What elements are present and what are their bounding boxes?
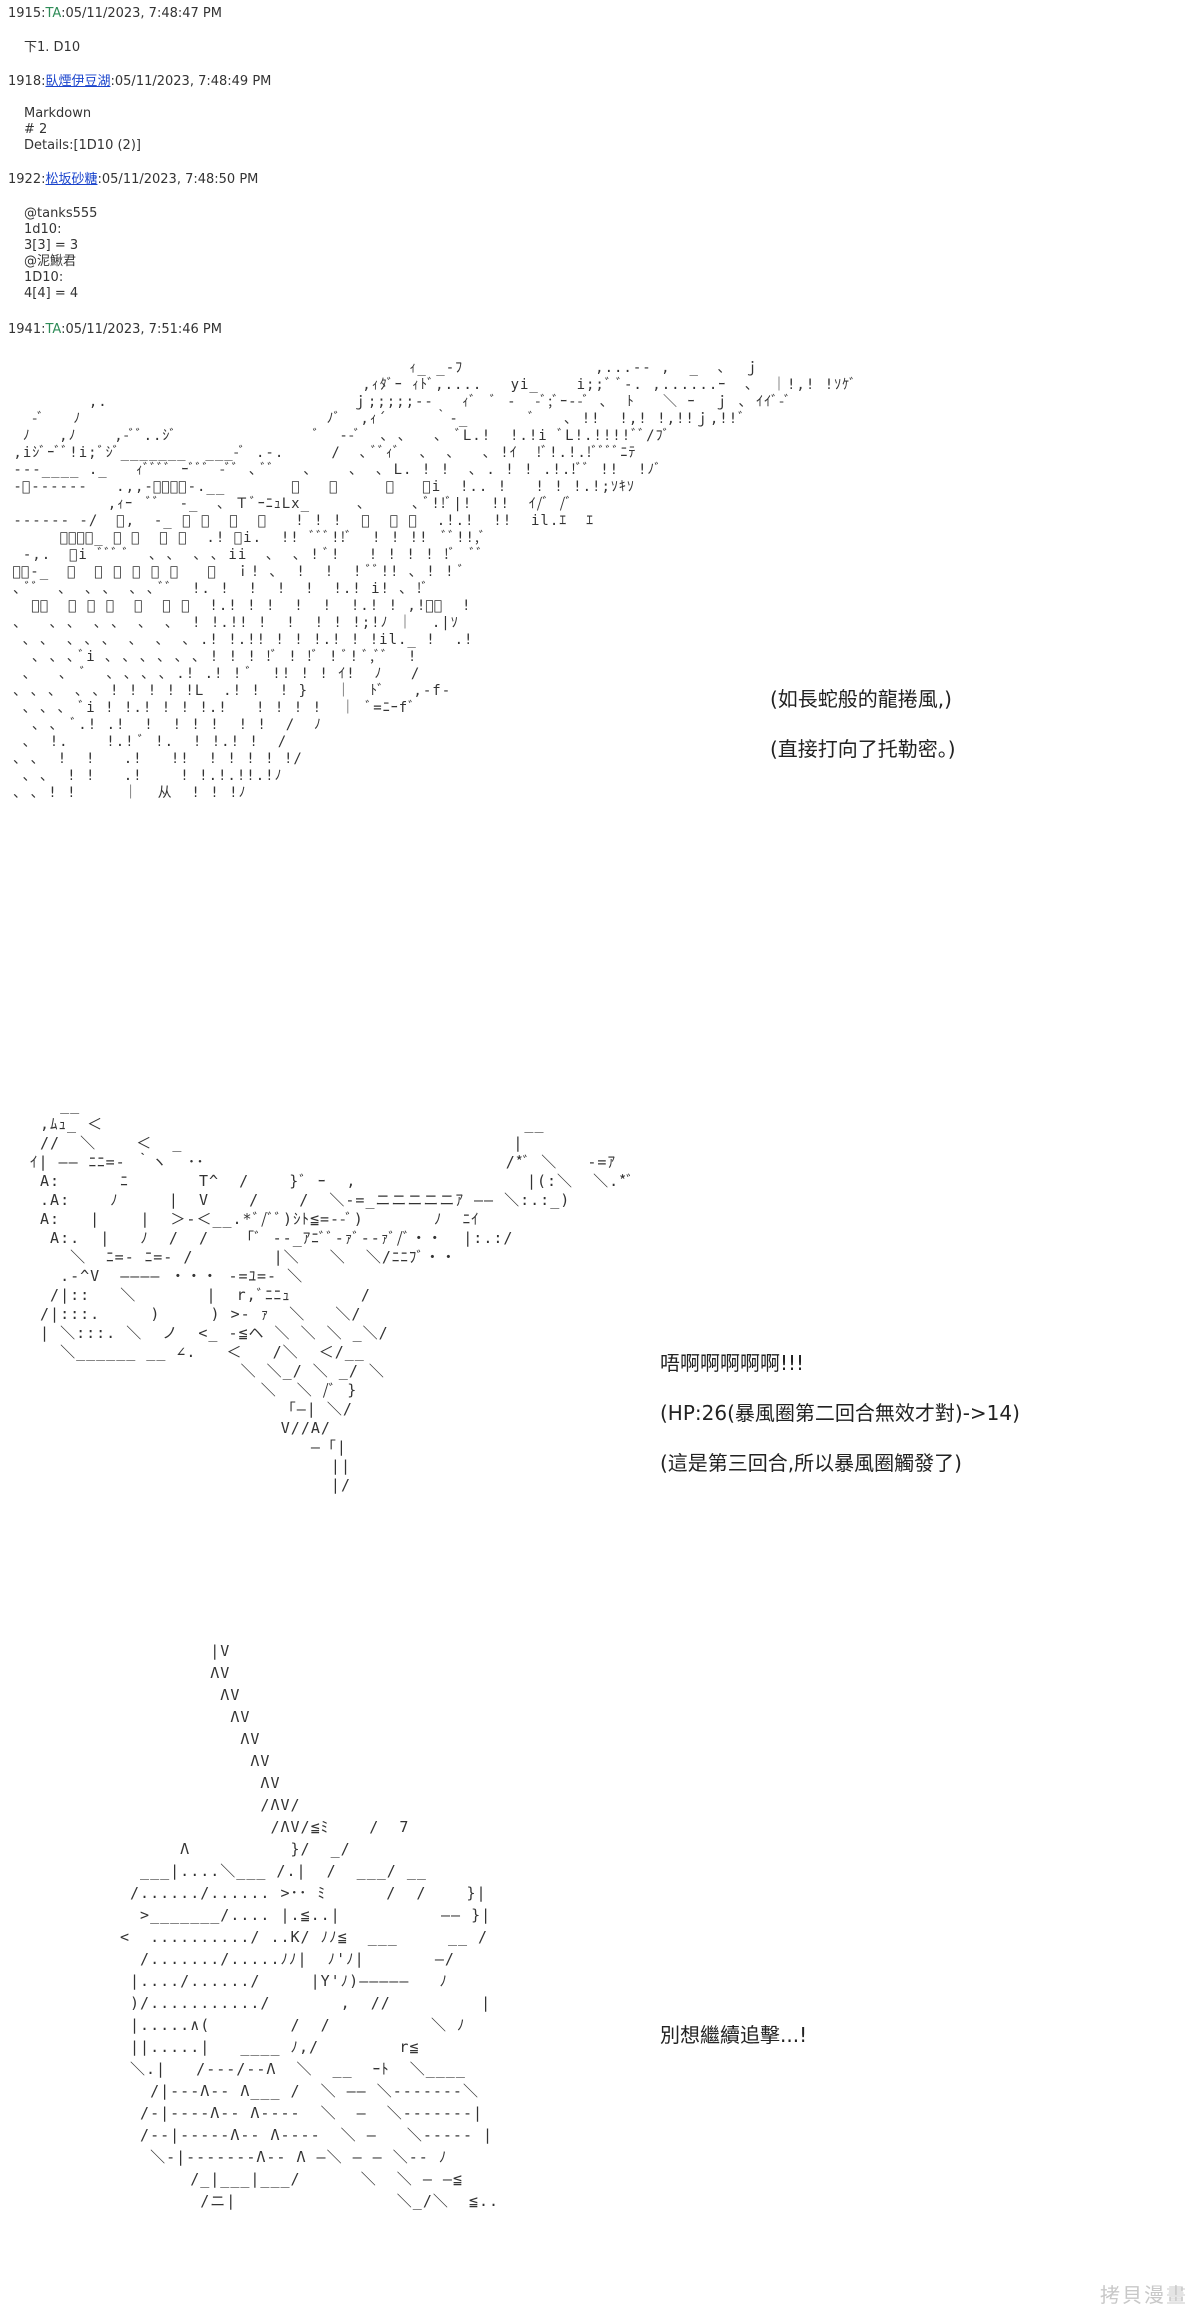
post-number: 1922 — [8, 172, 42, 187]
post-header-1915: 1915:TA:05/11/2023, 7:48:47 PM — [8, 6, 222, 21]
post-timestamp: 05/11/2023, 7:48:49 PM — [114, 74, 272, 89]
post-number: 1941 — [8, 322, 42, 337]
character-hit-ascii-art: __ ,ﾑｭ_ ＜ __ // ＼ ＜ _ | ｲ| ―― ﾆﾆ=- ｀ヽ ･･… — [30, 1096, 635, 1494]
dialogue-line: 別想繼續追擊...! — [660, 2023, 808, 2047]
poster-name[interactable]: TA — [45, 6, 62, 21]
post-header-1918: 1918:臥煙伊豆湖:05/11/2023, 7:48:49 PM — [8, 74, 272, 89]
post-timestamp: 05/11/2023, 7:48:47 PM — [65, 6, 222, 21]
dialogue-line: (直接打向了托勒密。) — [770, 737, 956, 761]
watermark-text: 拷貝漫畫 — [1100, 2283, 1188, 2307]
post-body-1918: Markdown # 2 Details:[1D10 (2)] — [24, 106, 141, 153]
post-timestamp: 05/11/2023, 7:51:46 PM — [65, 322, 222, 337]
dragon-wind-ascii-art: ｨ_ _-ﾌ ,...-- , _ ､ ｊ ,ｨﾀﾞｰ ｨﾄﾞ,.... yi_… — [4, 360, 858, 801]
post-body-1915: 下1. D10 — [24, 40, 81, 55]
post-header-1941: 1941:TA:05/11/2023, 7:51:46 PM — [8, 322, 222, 337]
post-header-1922: 1922:松坂砂糖:05/11/2023, 7:48:50 PM — [8, 172, 259, 187]
post-timestamp: 05/11/2023, 7:48:50 PM — [101, 172, 259, 187]
poster-name[interactable]: TA — [45, 322, 62, 337]
spear-figure-ascii-art: |V ΛV ΛV ΛV ΛV ΛV ΛV /ΛV/ /ΛV/≦ﾐ / 7 Λ }… — [120, 1642, 500, 2210]
dialogue-line: (HP:26(暴風圈第二回合無效才對)->14) — [660, 1401, 1020, 1425]
dialogue-line: (如長蛇般的龍捲風,) — [770, 687, 952, 711]
post-number: 1915 — [8, 6, 42, 21]
poster-name-link[interactable]: 臥煙伊豆湖 — [45, 74, 111, 89]
dialogue-line: (這是第三回合,所以暴風圈觸發了) — [660, 1451, 962, 1475]
post-number: 1918 — [8, 74, 42, 89]
dialogue-line: 唔啊啊啊啊啊!!! — [660, 1351, 805, 1375]
poster-name-link[interactable]: 松坂砂糖 — [45, 172, 98, 187]
post-body-1922: @tanks555 1d10: 3[3] = 3 @泥鰍君 1D10: 4[4]… — [24, 206, 98, 301]
